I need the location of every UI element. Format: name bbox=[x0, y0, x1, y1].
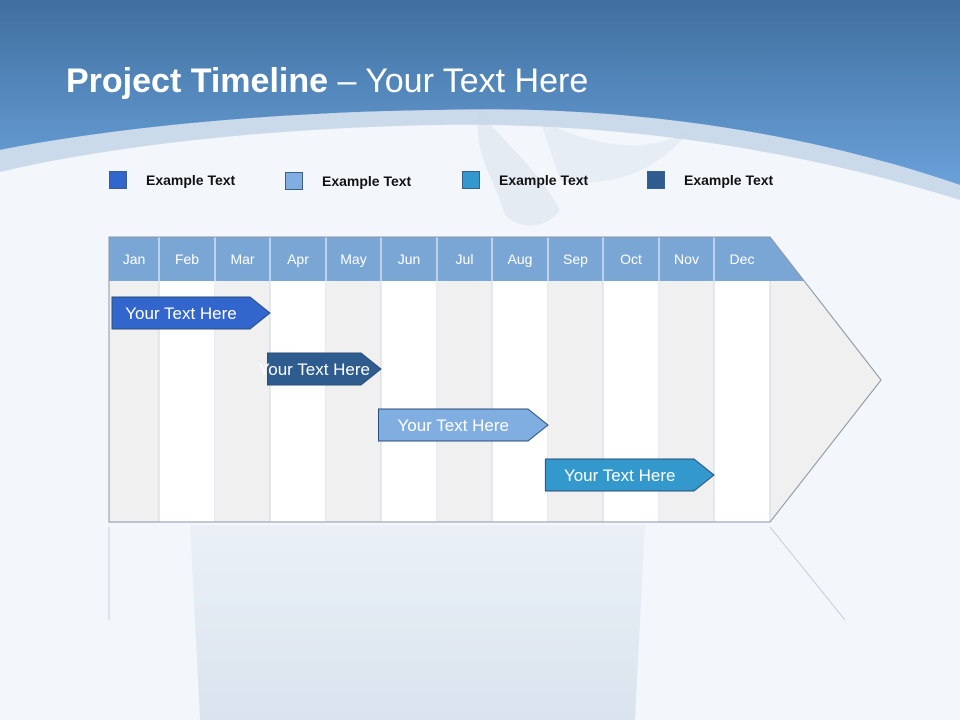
legend-swatch bbox=[109, 171, 127, 189]
month-label: Jan bbox=[122, 251, 146, 267]
month-label: May bbox=[340, 251, 367, 267]
task-bar-shape bbox=[111, 296, 271, 330]
month-label: Feb bbox=[174, 251, 200, 267]
month-column-shade bbox=[437, 281, 492, 522]
header-swoosh bbox=[0, 109, 960, 200]
month-label: Aug bbox=[507, 251, 533, 267]
task-bar-shape bbox=[544, 458, 715, 492]
legend-label: Example Text bbox=[499, 172, 589, 188]
month-header-band bbox=[109, 237, 805, 281]
task-bar-label: Your Text Here bbox=[258, 360, 370, 379]
legend-label: Example Text bbox=[322, 173, 412, 189]
legend-label: Example Text bbox=[684, 172, 774, 188]
timeline-reflection bbox=[108, 526, 846, 621]
task-bar-label: Your Text Here bbox=[397, 416, 509, 435]
month-label: Mar bbox=[230, 251, 255, 267]
month-column-shade bbox=[326, 281, 381, 522]
legend-label: Example Text bbox=[146, 172, 236, 188]
month-label: Oct bbox=[620, 251, 642, 267]
legend-swatch bbox=[462, 171, 480, 189]
month-label: Nov bbox=[674, 251, 699, 267]
timeline-outline bbox=[108, 236, 882, 523]
arrow-head-fill bbox=[770, 281, 881, 522]
header-band bbox=[0, 0, 960, 185]
title-main: Project Timeline bbox=[66, 62, 329, 100]
title-rest: – Your Text Here bbox=[328, 62, 589, 100]
month-label: Jul bbox=[455, 251, 474, 267]
glass-image bbox=[190, 110, 690, 720]
task-bar-shape bbox=[267, 352, 382, 386]
task-bar-shape bbox=[378, 408, 549, 442]
task-bar-label: Your Text Here bbox=[564, 466, 676, 485]
task-bar: Your Text Here bbox=[544, 458, 715, 492]
task-bar: Your Text Here bbox=[378, 408, 549, 442]
month-label: Apr bbox=[287, 251, 309, 267]
month-label: Sep bbox=[563, 251, 588, 267]
legend-swatch bbox=[285, 172, 303, 190]
legend-swatch bbox=[647, 171, 665, 189]
task-bar: Your Text Here bbox=[258, 352, 382, 386]
month-label: Dec bbox=[729, 251, 755, 267]
slide-title: Project Timeline – Your Text Here bbox=[66, 58, 588, 104]
task-bar: Your Text Here bbox=[111, 296, 271, 330]
month-label: Jun bbox=[397, 251, 421, 267]
task-bar-label: Your Text Here bbox=[125, 304, 237, 323]
